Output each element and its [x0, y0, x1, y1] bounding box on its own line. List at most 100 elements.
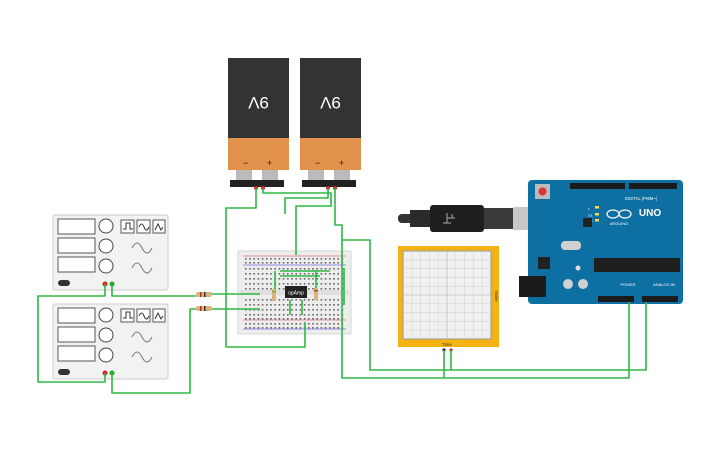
knob-icon[interactable]	[98, 327, 114, 343]
breadboard-hole	[245, 283, 247, 285]
breadboard-hole	[274, 327, 276, 329]
breadboard-hole	[312, 309, 314, 311]
breadboard-hole	[270, 318, 272, 320]
resistor-2[interactable]	[196, 306, 212, 311]
usb-cable[interactable]	[398, 205, 534, 232]
breadboard-hole	[320, 268, 323, 270]
breadboard-hole	[299, 273, 302, 275]
breadboard-hole	[274, 318, 276, 320]
breadboard-hole	[291, 318, 293, 320]
breadboard-hole	[333, 258, 335, 260]
square-wave-button[interactable]	[120, 308, 135, 323]
breadboard-hole	[320, 278, 323, 280]
breadboard-hole	[291, 304, 293, 306]
breadboard-hole	[245, 262, 247, 264]
breadboard-hole	[249, 262, 251, 264]
breadboard-hole	[261, 262, 264, 264]
knob-icon[interactable]	[98, 218, 114, 234]
breadboard-hole	[320, 304, 323, 306]
breadboard-hole	[270, 288, 272, 290]
breadboard-hole	[282, 283, 285, 285]
breadboard-hole	[249, 318, 251, 320]
wire	[444, 302, 630, 379]
function-generator-2[interactable]	[52, 303, 169, 380]
breadboard-hole	[249, 258, 251, 260]
breadboard-hole	[333, 314, 335, 316]
breadboard-hole	[261, 309, 264, 311]
breadboard-hole	[333, 323, 335, 325]
breadboard-hole	[274, 268, 276, 270]
breadboard-hole	[249, 314, 251, 316]
battery-2[interactable]: 9V − +	[300, 58, 361, 190]
breadboard-hole	[320, 323, 323, 325]
resistor-1[interactable]	[196, 292, 212, 297]
breadboard-hole	[308, 278, 310, 280]
breadboard-hole	[308, 288, 310, 290]
breadboard-hole	[308, 273, 310, 275]
reset-button[interactable]	[538, 187, 547, 196]
breadboard-hole	[320, 258, 323, 260]
breadboard-hole	[266, 299, 268, 301]
wire	[342, 239, 452, 371]
breadboard-hole	[261, 299, 264, 301]
breadboard-hole	[257, 314, 260, 316]
breadboard-hole	[261, 283, 264, 285]
breadboard-hole	[257, 283, 260, 285]
breadboard-hole	[320, 262, 323, 264]
square-wave-button[interactable]	[120, 219, 135, 234]
battery-label: 9V	[319, 93, 340, 112]
breadboard-hole	[270, 258, 272, 260]
opamp-chip[interactable]: opAmp	[285, 286, 307, 298]
breadboard-hole	[295, 258, 297, 260]
breadboard-hole	[320, 314, 323, 316]
breadboard-hole	[278, 258, 281, 260]
breadboard-hole	[329, 323, 331, 325]
breadboard-hole	[299, 318, 302, 320]
knob-icon[interactable]	[98, 347, 114, 363]
resistor-bb-2[interactable]	[314, 288, 318, 300]
breadboard-hole	[333, 273, 335, 275]
breadboard-hole	[320, 309, 323, 311]
breadboard-hole	[287, 323, 289, 325]
oscilloscope[interactable]: Time Value	[398, 246, 499, 352]
knob-icon[interactable]	[98, 258, 114, 274]
breadboard-hole	[261, 314, 264, 316]
breadboard-hole	[329, 258, 331, 260]
breadboard-hole	[333, 262, 335, 264]
breadboard-hole	[303, 309, 306, 311]
breadboard-hole	[253, 314, 255, 316]
function-generator-1[interactable]	[52, 214, 169, 291]
breadboard-hole	[337, 309, 339, 311]
breadboard-hole	[282, 299, 285, 301]
breadboard-hole	[329, 278, 331, 280]
breadboard-hole	[303, 314, 306, 316]
knob-icon[interactable]	[98, 238, 114, 254]
breadboard-hole	[266, 268, 268, 270]
breadboard-hole	[270, 314, 272, 316]
arduino-uno[interactable]: DIGITAL (PWM~) UNO ARDUINO TX RX L POWER…	[519, 180, 683, 304]
breadboard-hole	[324, 283, 327, 285]
breadboard-hole	[337, 323, 339, 325]
battery-label: 9V	[247, 93, 268, 112]
breadboard-hole	[324, 268, 327, 270]
breadboard-hole	[337, 273, 339, 275]
breadboard-hole	[291, 278, 293, 280]
breadboard-hole	[312, 262, 314, 264]
breadboard-hole	[291, 273, 293, 275]
breadboard-hole	[324, 299, 327, 301]
breadboard-hole	[257, 323, 260, 325]
breadboard-hole	[282, 262, 285, 264]
breadboard-hole	[278, 327, 281, 329]
breadboard-hole	[337, 299, 339, 301]
knob-icon[interactable]	[98, 307, 114, 323]
breadboard-hole	[299, 327, 302, 329]
resistor-bb-1[interactable]	[272, 289, 276, 301]
battery-1[interactable]: 9V − +	[228, 58, 289, 190]
wire	[451, 302, 647, 371]
breadboard-hole	[308, 258, 310, 260]
breadboard-hole	[295, 278, 297, 280]
wire	[262, 188, 332, 255]
breadboard-hole	[266, 262, 268, 264]
wire	[334, 188, 445, 379]
